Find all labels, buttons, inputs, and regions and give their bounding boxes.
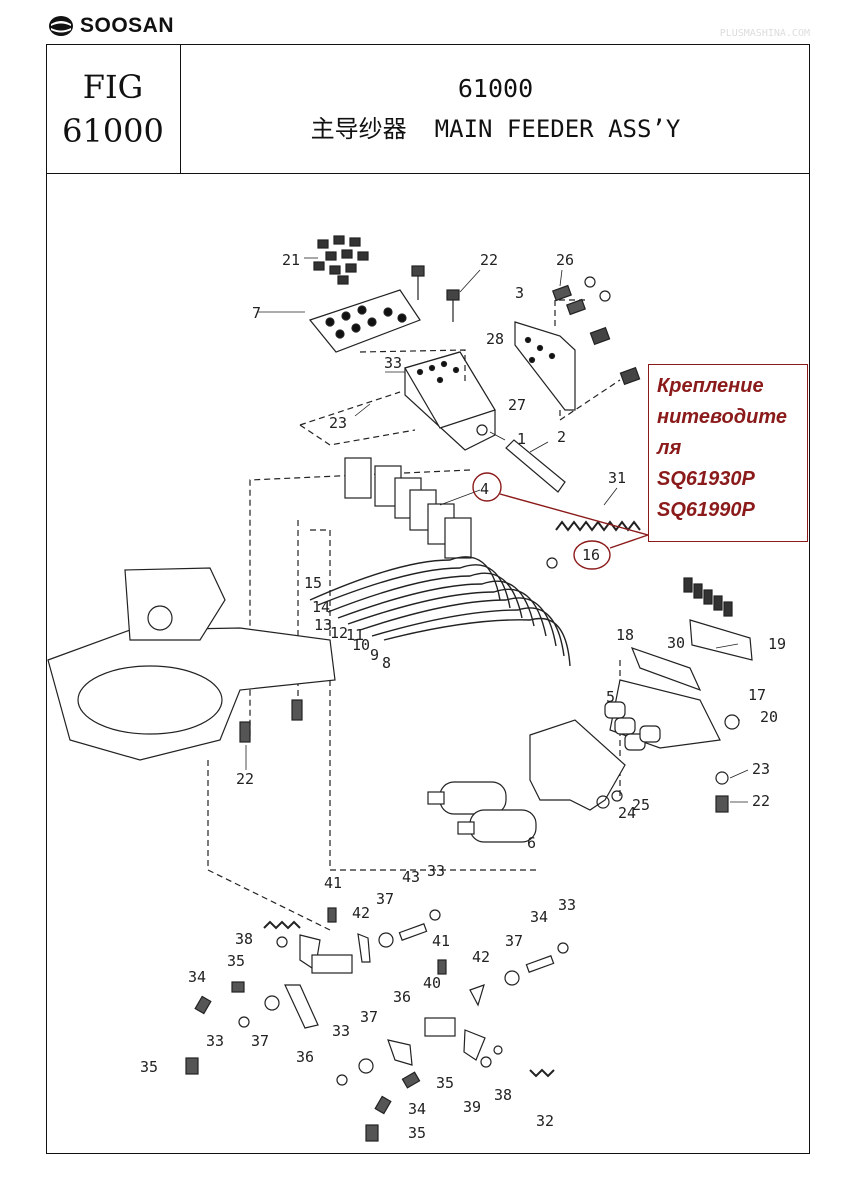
svg-text:6: 6 [527,834,536,852]
svg-text:3: 3 [515,284,524,302]
svg-text:8: 8 [382,654,391,672]
soosan-logo-icon [49,16,73,36]
title-english: MAIN FEEDER ASS’Y [434,114,681,143]
svg-text:42: 42 [472,948,490,966]
svg-text:14: 14 [312,598,330,616]
shaft-2 [505,439,566,493]
svg-text:25: 25 [632,796,650,814]
svg-text:33: 33 [384,354,402,372]
rail-18 [630,647,702,692]
svg-text:38: 38 [494,1086,512,1104]
svg-text:30: 30 [667,634,685,652]
svg-text:34: 34 [530,908,548,926]
annotation-line-4: SQ61930P [657,468,755,490]
svg-text:33: 33 [558,896,576,914]
drawing-frame [46,44,810,1154]
svg-text:22: 22 [236,770,254,788]
cam-frame [47,627,336,761]
svg-text:17: 17 [748,686,766,704]
annotation-line-3: ля [657,437,682,459]
svg-text:40: 40 [423,974,441,992]
svg-text:33: 33 [332,1022,350,1040]
svg-text:41: 41 [432,932,450,950]
title-box: 61000 主导纱器 MAIN FEEDER ASS’Y [181,44,810,174]
svg-text:19: 19 [768,635,786,653]
svg-text:27: 27 [508,396,526,414]
svg-text:36: 36 [296,1048,314,1066]
svg-text:36: 36 [393,988,411,1006]
svg-text:33: 33 [206,1032,224,1050]
bracket-5 [529,719,626,811]
watermark-text: PLUSMASHINA.COM [719,28,810,39]
svg-text:39: 39 [463,1098,481,1116]
svg-text:28: 28 [486,330,504,348]
svg-text:22: 22 [752,792,770,810]
svg-text:35: 35 [408,1124,426,1142]
bracket-3 [514,321,576,411]
svg-text:23: 23 [329,414,347,432]
svg-text:13: 13 [314,616,332,634]
svg-text:35: 35 [436,1074,454,1092]
svg-text:7: 7 [252,304,261,322]
fig-number: 61000 [62,111,164,150]
annotation-line-5: SQ61990P [657,499,755,521]
svg-text:26: 26 [556,251,574,269]
svg-text:10: 10 [352,636,370,654]
svg-text:22: 22 [480,251,498,269]
spring-31 [555,520,641,532]
svg-text:31: 31 [608,469,626,487]
svg-text:24: 24 [618,804,636,822]
svg-text:2: 2 [557,428,566,446]
russian-annotation-box: Крепление нитеводите ля SQ61930P SQ61990… [648,364,808,542]
title-number: 61000 [457,73,534,103]
annotation-line-1: Крепление [657,375,764,397]
svg-text:43: 43 [402,868,420,886]
svg-text:15: 15 [304,574,322,592]
svg-text:4: 4 [480,480,489,498]
finger-blocks-4 [344,457,472,559]
block-17 [609,679,721,749]
lower-mechanism [185,907,569,1142]
brand-name: SOOSAN [80,14,175,37]
svg-text:16: 16 [582,546,600,564]
svg-text:41: 41 [324,874,342,892]
svg-text:38: 38 [235,930,253,948]
svg-text:37: 37 [251,1032,269,1050]
svg-text:35: 35 [140,1058,158,1076]
title-chinese: 主导纱器 [310,114,407,143]
svg-text:1: 1 [517,430,526,448]
screw-cluster-21 [313,235,369,285]
fig-label: FIG [82,67,144,106]
svg-text:11: 11 [346,626,364,644]
annotation-leaders [472,472,649,570]
soosan-logo: SOOSAN [48,14,174,38]
svg-text:9: 9 [370,646,379,664]
svg-text:32: 32 [536,1112,554,1130]
svg-text:33: 33 [427,862,445,880]
rollers-6 [427,781,537,843]
finger-wires [309,556,571,667]
svg-text:23: 23 [752,760,770,778]
annotation-line-2: нитеводите [657,406,787,428]
svg-text:42: 42 [352,904,370,922]
svg-text:37: 37 [376,890,394,908]
svg-text:35: 35 [227,952,245,970]
svg-text:34: 34 [188,968,206,986]
svg-text:18: 18 [616,626,634,644]
svg-text:37: 37 [360,1008,378,1026]
svg-text:37: 37 [505,932,523,950]
fig-box: FIG 61000 [46,44,181,174]
svg-text:34: 34 [408,1100,426,1118]
svg-text:5: 5 [606,688,615,706]
svg-text:20: 20 [760,708,778,726]
svg-text:21: 21 [282,251,300,269]
svg-text:12: 12 [330,624,348,642]
